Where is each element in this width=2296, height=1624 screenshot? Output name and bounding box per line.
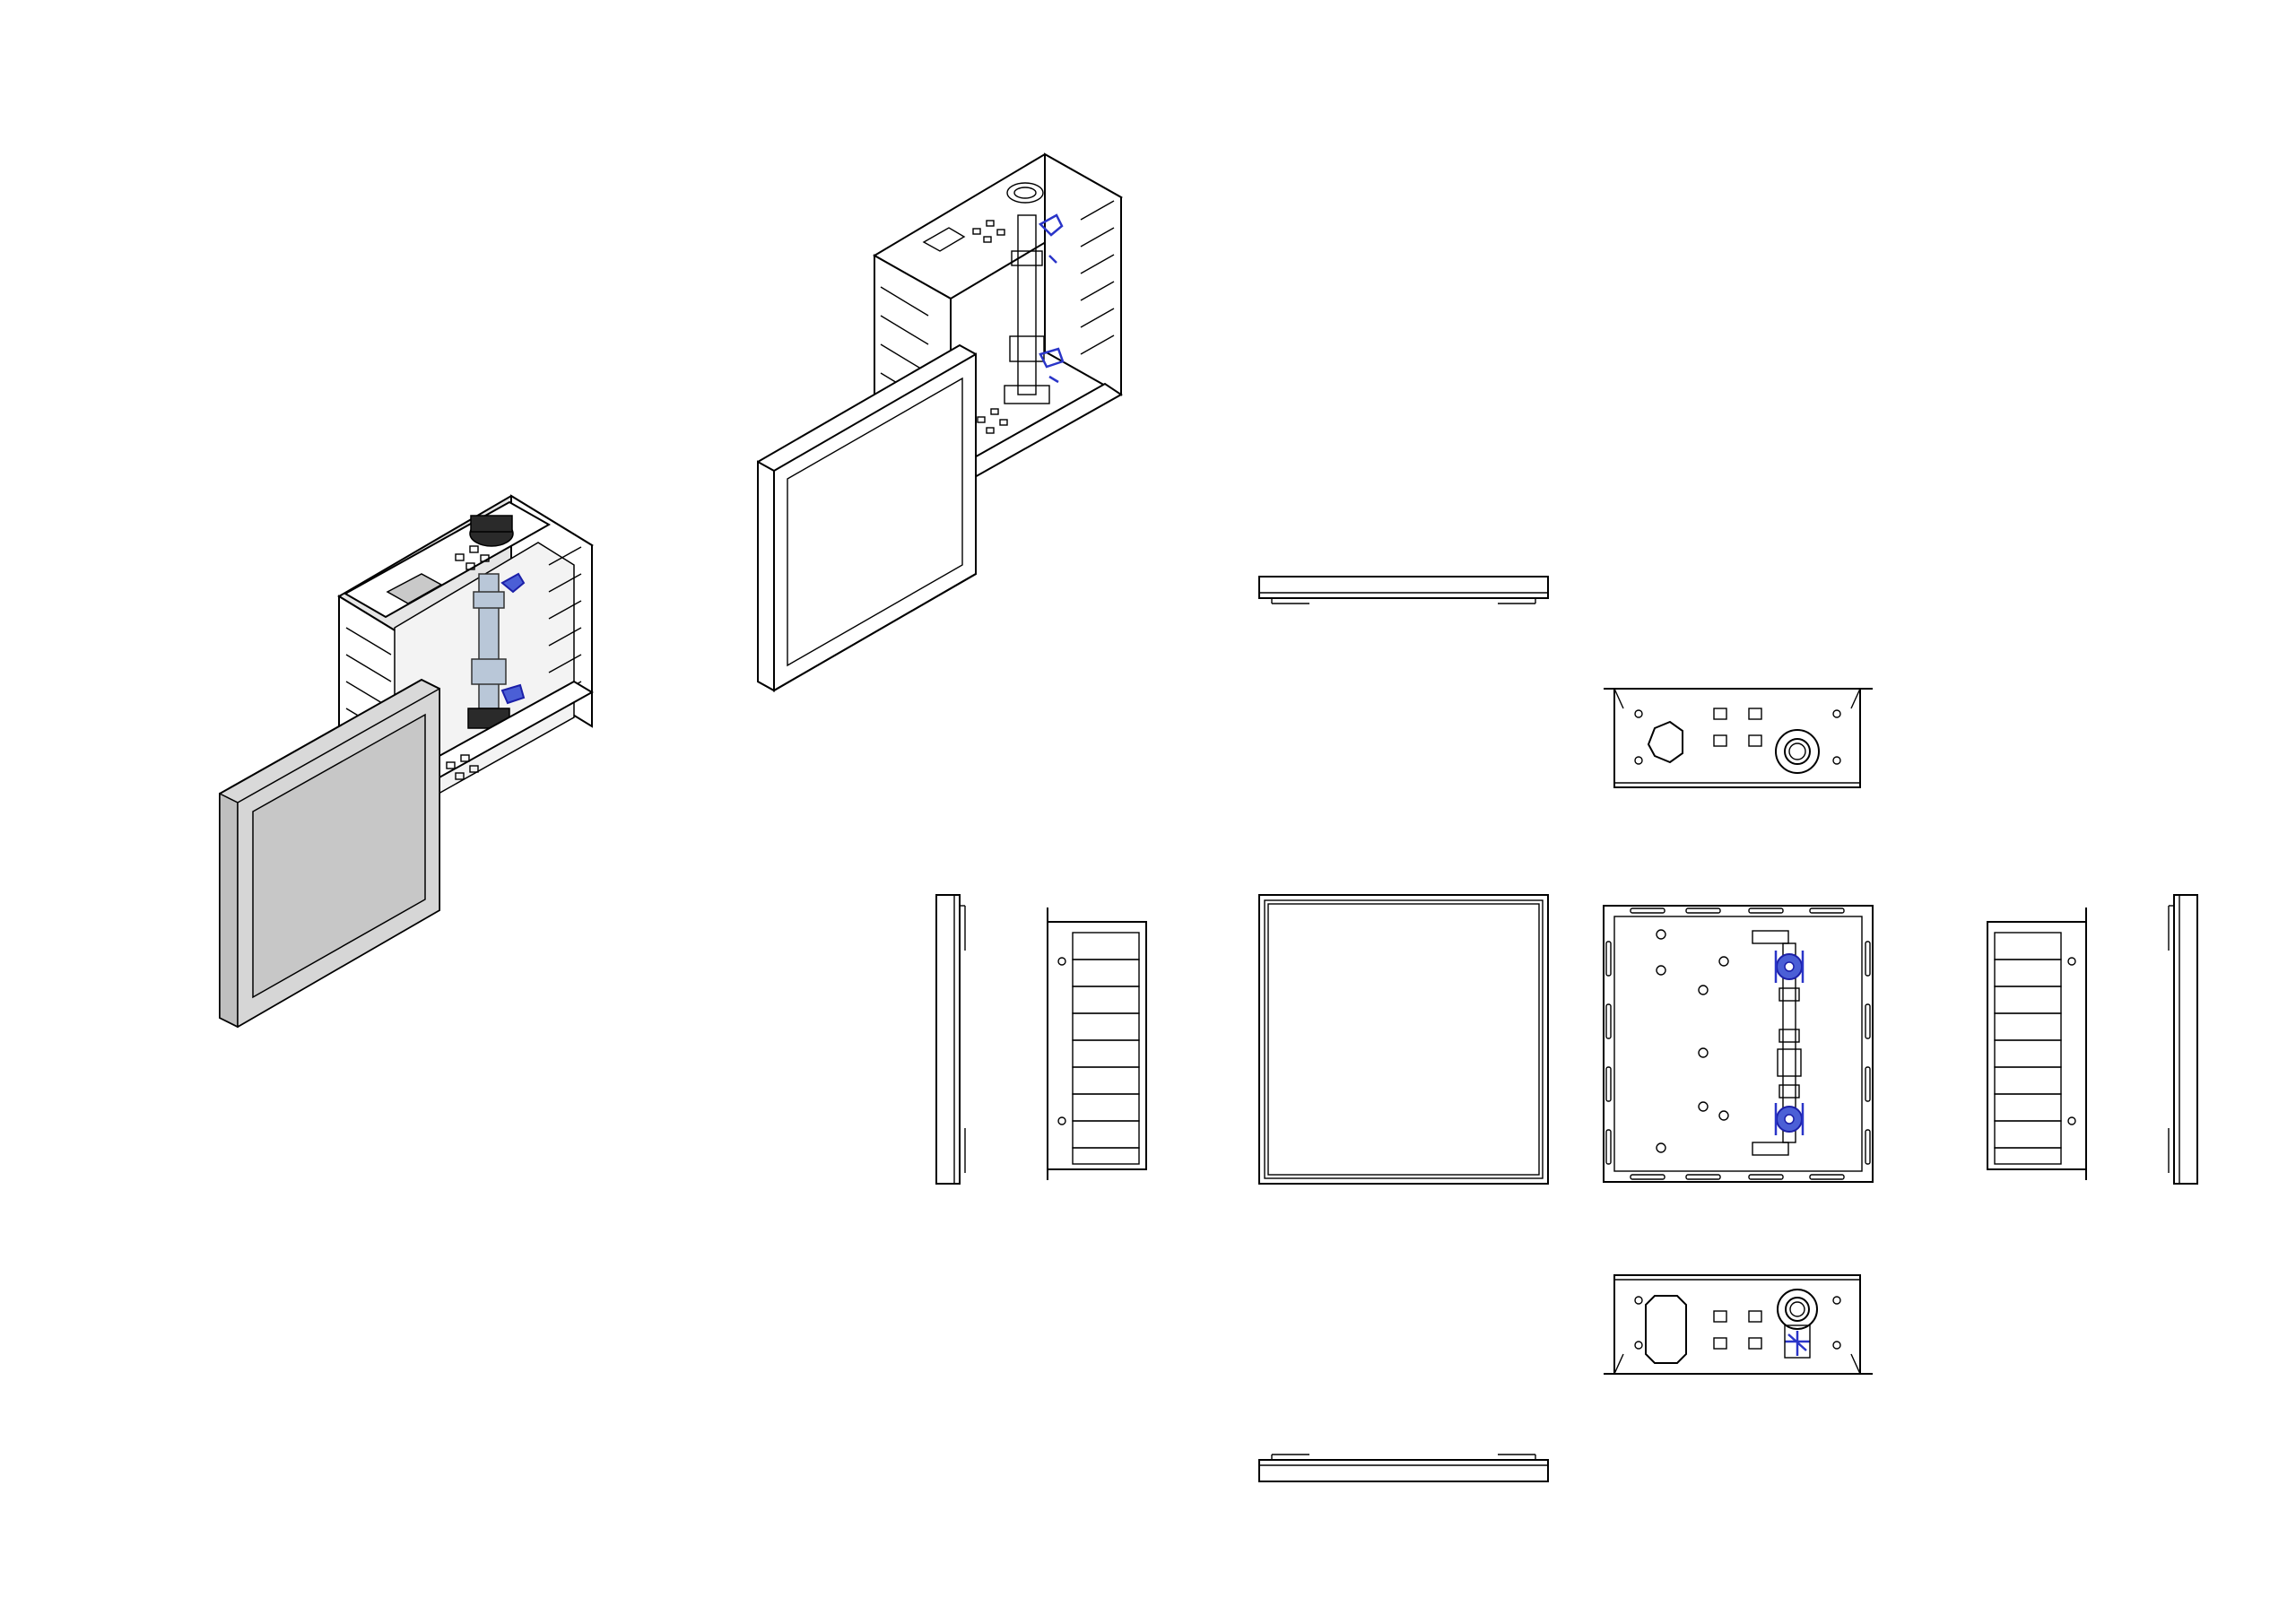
front-door-view [1258,894,1549,1185]
iso-wireframe-view [757,152,1123,692]
bottom-view-tabs [1713,1310,1762,1350]
wire-pipe-assembly [1004,213,1065,404]
front-holes [1656,929,1729,1153]
front-slots [1605,908,1871,1180]
wire-door [757,343,977,692]
top-door-edge-view [1258,576,1549,604]
right-box-side-view [1987,908,2087,1180]
bottom-door-edge-view [1258,1454,1549,1482]
front-pipe-assembly [1752,930,1805,1156]
wire-right-louvres [1080,200,1115,355]
top-box-view [1604,688,1873,788]
front-box-open-view [1603,905,1874,1183]
wire-top-tabs [972,220,1005,243]
top-view-tabs [1713,708,1762,747]
top-tabs [455,545,490,570]
iso-shaded-view [219,494,594,1029]
bottom-tabs [446,754,479,780]
left-louvre-slats [1072,932,1140,1165]
wire-bottom-tabs [977,408,1008,434]
bottom-box-view [1604,1274,1873,1375]
right-door-edge-view [2168,894,2198,1185]
right-louvre-slats [1994,932,2062,1165]
left-door-edge-view [935,894,966,1185]
left-box-side-view [1047,908,1147,1180]
iso-door [219,678,440,1029]
